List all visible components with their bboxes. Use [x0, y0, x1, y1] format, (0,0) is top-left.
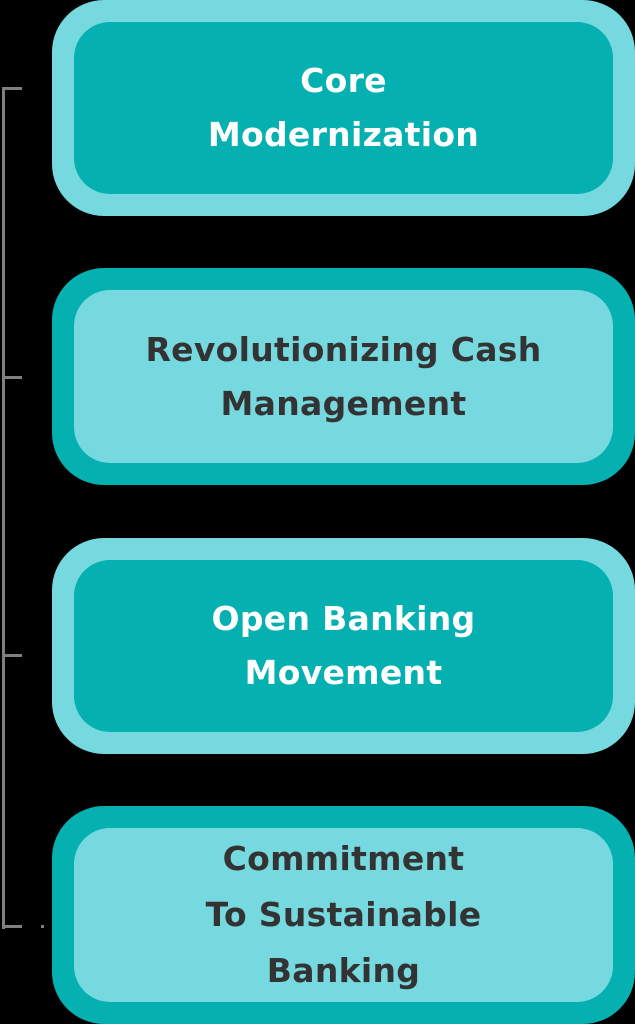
bracket-end-dot	[41, 925, 44, 928]
step-label: Open Banking Movement	[211, 599, 476, 692]
step-label: Commitment To Sustainable Banking	[205, 839, 482, 990]
step-inner-box: Commitment To Sustainable Banking	[74, 828, 613, 1002]
step-label: Core Modernization	[207, 61, 480, 154]
bracket-tick-4	[2, 925, 22, 928]
step-inner-box: Open Banking Movement	[74, 560, 613, 732]
bracket-tick-3	[2, 654, 22, 657]
step-commitment-to-sustainable-banking: Commitment To Sustainable Banking	[52, 806, 635, 1024]
step-revolutionizing-cash-management: Revolutionizing Cash Management	[52, 268, 635, 485]
step-open-banking-movement: Open Banking Movement	[52, 538, 635, 754]
step-inner-box: Core Modernization	[74, 22, 613, 194]
bracket-tick-2	[2, 376, 22, 379]
step-label: Revolutionizing Cash Management	[145, 329, 542, 423]
bracket-connector-line	[2, 87, 5, 929]
step-inner-box: Revolutionizing Cash Management	[74, 290, 613, 463]
step-core-modernization: Core Modernization	[52, 0, 635, 216]
bracket-tick-1	[2, 87, 22, 90]
